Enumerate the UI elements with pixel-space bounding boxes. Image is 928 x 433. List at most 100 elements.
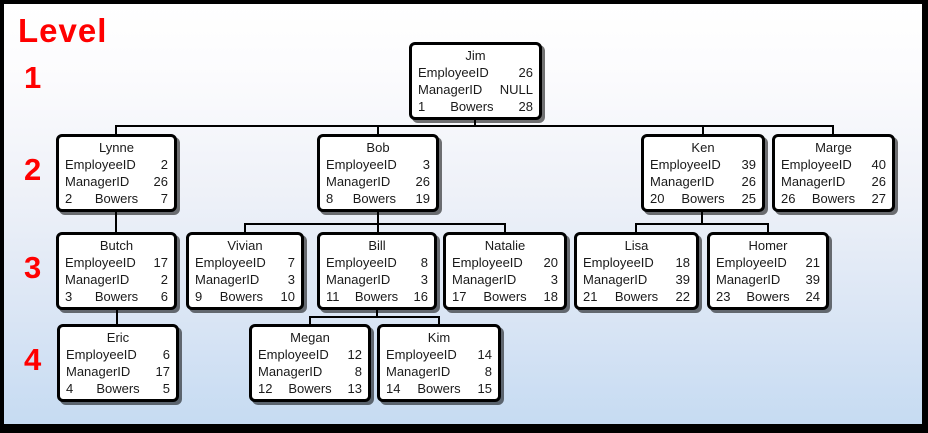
employeeid-value: 3 bbox=[422, 157, 430, 172]
managerid-value: 2 bbox=[160, 272, 168, 287]
connector-line bbox=[244, 223, 506, 225]
surname: Bowers bbox=[96, 381, 140, 396]
managerid-label: ManagerID bbox=[65, 272, 130, 287]
nested-left-value: 8 bbox=[326, 191, 334, 206]
nested-right-value: 24 bbox=[805, 289, 820, 304]
connector-line bbox=[504, 223, 506, 232]
managerid-value: 26 bbox=[741, 174, 756, 189]
connector-line bbox=[702, 125, 704, 134]
employee-name: Vivian bbox=[227, 238, 263, 253]
nested-left-value: 21 bbox=[583, 289, 598, 304]
surname: Bowers bbox=[681, 191, 725, 206]
employeeid-label: EmployeeID bbox=[650, 157, 721, 172]
managerid-label: ManagerID bbox=[66, 364, 131, 379]
nested-left-value: 26 bbox=[781, 191, 796, 206]
nested-right-value: 25 bbox=[741, 191, 756, 206]
nested-left-value: 2 bbox=[65, 191, 73, 206]
nested-left-value: 14 bbox=[386, 381, 401, 396]
managerid-label: ManagerID bbox=[258, 364, 323, 379]
surname: Bowers bbox=[614, 289, 659, 304]
nested-right-value: 19 bbox=[415, 191, 430, 206]
nested-right-value: 22 bbox=[675, 289, 690, 304]
connector-line bbox=[309, 316, 311, 324]
connector-line bbox=[376, 309, 378, 317]
nested-right-value: 5 bbox=[162, 381, 170, 396]
managerid-value: NULL bbox=[499, 82, 533, 97]
surname: Bowers bbox=[483, 289, 527, 304]
nested-right-value: 13 bbox=[347, 381, 362, 396]
employee-name: Bob bbox=[366, 140, 390, 155]
connector-line bbox=[377, 223, 379, 232]
managerid-value: 39 bbox=[805, 272, 820, 287]
employeeid-value: 39 bbox=[741, 157, 756, 172]
employee-name: Kim bbox=[427, 330, 451, 345]
nested-left-value: 1 bbox=[418, 99, 426, 114]
employeeid-label: EmployeeID bbox=[418, 65, 489, 80]
nested-right-value: 16 bbox=[413, 289, 428, 304]
employeeid-label: EmployeeID bbox=[65, 157, 136, 172]
employeeid-label: EmployeeID bbox=[326, 255, 397, 270]
surname: Bowers bbox=[94, 289, 139, 304]
employeeid-label: EmployeeID bbox=[386, 347, 457, 362]
connector-line bbox=[115, 125, 834, 127]
connector-line bbox=[438, 316, 440, 324]
managerid-label: ManagerID bbox=[583, 272, 648, 287]
employee-name: Natalie bbox=[484, 238, 526, 253]
managerid-label: ManagerID bbox=[65, 174, 130, 189]
employeeid-label: EmployeeID bbox=[452, 255, 523, 270]
employeeid-label: EmployeeID bbox=[781, 157, 852, 172]
employeeid-label: EmployeeID bbox=[583, 255, 654, 270]
managerid-value: 8 bbox=[354, 364, 362, 379]
employee-name: Homer bbox=[748, 238, 788, 253]
employeeid-value: 8 bbox=[420, 255, 428, 270]
employeeid-value: 7 bbox=[287, 255, 295, 270]
managerid-label: ManagerID bbox=[195, 272, 260, 287]
managerid-value: 3 bbox=[420, 272, 428, 287]
level-2-label: 2 bbox=[24, 152, 42, 187]
employeeid-value: 12 bbox=[347, 347, 362, 362]
employeeid-value: 18 bbox=[675, 255, 690, 270]
managerid-value: 26 bbox=[153, 174, 168, 189]
employee-name: Butch bbox=[99, 238, 134, 253]
surname: Bowers bbox=[288, 381, 332, 396]
connector-line bbox=[309, 316, 440, 318]
connector-line bbox=[832, 125, 834, 134]
managerid-value: 3 bbox=[550, 272, 558, 287]
managerid-value: 39 bbox=[675, 272, 690, 287]
managerid-value: 17 bbox=[155, 364, 170, 379]
connector-line bbox=[767, 223, 769, 232]
level-legend-title: Level bbox=[18, 12, 108, 49]
surname: Bowers bbox=[94, 191, 139, 206]
managerid-label: ManagerID bbox=[650, 174, 715, 189]
employeeid-value: 17 bbox=[153, 255, 168, 270]
nested-left-value: 9 bbox=[195, 289, 203, 304]
employee-name: Jim bbox=[465, 48, 486, 63]
employee-name: Megan bbox=[290, 330, 330, 345]
connector-line bbox=[377, 212, 379, 223]
nested-left-value: 3 bbox=[65, 289, 73, 304]
nested-left-value: 20 bbox=[650, 191, 665, 206]
level-3-label: 3 bbox=[24, 250, 42, 285]
nested-right-value: 28 bbox=[518, 99, 533, 114]
connector-line bbox=[635, 223, 769, 225]
employeeid-label: EmployeeID bbox=[258, 347, 329, 362]
surname: Bowers bbox=[811, 191, 856, 206]
managerid-label: ManagerID bbox=[418, 82, 483, 97]
surname: Bowers bbox=[219, 289, 264, 304]
employeeid-label: EmployeeID bbox=[716, 255, 787, 270]
connector-line bbox=[635, 223, 637, 232]
employeeid-label: EmployeeID bbox=[195, 255, 266, 270]
surname: Bowers bbox=[450, 99, 494, 114]
connector-line bbox=[377, 125, 379, 134]
